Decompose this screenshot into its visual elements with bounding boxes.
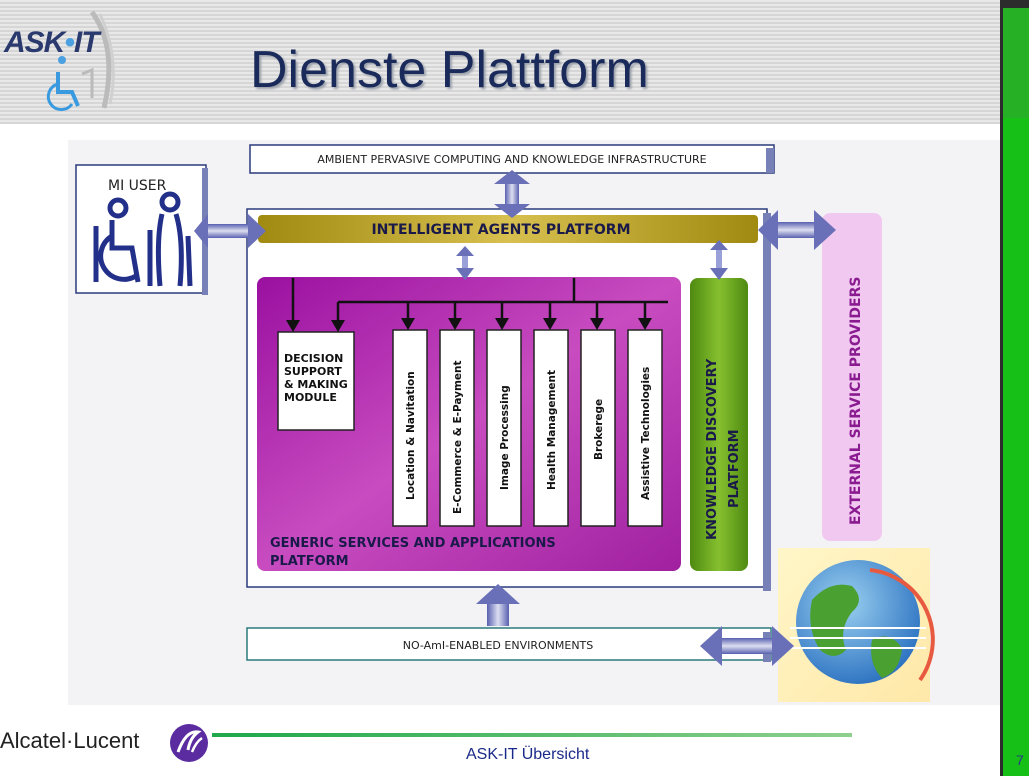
no-ami-label: NO-AmI-ENABLED ENVIRONMENTS	[403, 639, 594, 652]
logo-text-ask: ASK	[4, 26, 65, 59]
alcatel-lucent-logo-icon	[170, 724, 208, 762]
external-label: EXTERNAL SERVICE PROVIDERS	[848, 277, 864, 525]
main-frame-shadow	[763, 213, 771, 591]
elderly-user-icon	[147, 191, 193, 287]
arrow-agents-generic	[456, 246, 474, 280]
globe-image	[778, 548, 935, 702]
generic-label-line1: GENERIC SERVICES AND APPLICATIONS	[270, 536, 556, 551]
service-label-3: Image Processing	[499, 385, 511, 490]
generic-label-line2: PLATFORM	[270, 554, 349, 569]
arrow-noami-up	[476, 584, 520, 626]
agents-label: INTELLIGENT AGENTS PLATFORM	[371, 222, 630, 238]
service-label-2: E-Commerce & E-Payment	[452, 360, 464, 514]
arrow-noami-globe	[700, 626, 794, 666]
decision-line-2: SUPPORT	[284, 365, 342, 378]
logo-text-it: IT	[73, 26, 100, 59]
service-column-3: Image Processing	[486, 329, 522, 527]
decision-line-4: MODULE	[284, 391, 337, 404]
logo-text: ASK•IT	[4, 26, 100, 60]
alcatel-lucent-wordmark: Alcatel·Lucent	[0, 728, 140, 753]
wheelchair-user-icon	[93, 197, 141, 283]
service-column-6: Assistive Technologies	[627, 329, 663, 527]
service-label-6: Assistive Technologies	[640, 367, 652, 500]
service-column-1: Location & Navitation	[392, 329, 428, 527]
service-label-1: Location & Navitation	[405, 371, 417, 500]
green-panel	[1003, 118, 1029, 776]
slide-title: Dienste Plattform	[250, 41, 649, 99]
service-column-5: Brokerege	[580, 329, 616, 527]
service-column-2: E-Commerce & E-Payment	[439, 329, 475, 527]
ambient-infrastructure-bar: AMBIENT PERVASIVE COMPUTING AND KNOWLEDG…	[249, 144, 775, 174]
arrow-user-agents	[194, 214, 266, 248]
service-column-4: Health Management	[533, 329, 569, 527]
footer-title: ASK-IT Übersicht	[466, 746, 590, 763]
ask-it-logo: ASK•IT	[0, 8, 118, 116]
mi-user-label: MI USER	[108, 178, 167, 194]
service-label-5: Brokerege	[593, 399, 605, 460]
arrow-ambient-agents	[494, 170, 530, 218]
decision-module-box: DECISION SUPPORT & MAKING MODULE	[277, 331, 355, 431]
knowledge-label-line1: KNOWLEDGE DISCOVERY	[705, 358, 720, 540]
service-label-4: Health Management	[546, 370, 558, 490]
mi-user-box: MI USER	[75, 164, 208, 295]
no-ami-environments-bar: NO-AmI-ENABLED ENVIRONMENTS	[246, 627, 772, 662]
intelligent-agents-bar: INTELLIGENT AGENTS PLATFORM	[258, 215, 758, 243]
decision-line-3: & MAKING	[284, 378, 348, 391]
architecture-diagram: AMBIENT PERVASIVE COMPUTING AND KNOWLEDG…	[75, 144, 935, 702]
arrow-agents-external	[758, 210, 836, 250]
page-number: 7	[1016, 752, 1024, 768]
ambient-label: AMBIENT PERVASIVE COMPUTING AND KNOWLEDG…	[317, 153, 706, 166]
arrow-agents-knowledge	[710, 240, 728, 280]
logo-graphic	[46, 10, 115, 112]
footer-divider	[212, 733, 852, 737]
knowledge-label-line2: PLATFORM	[727, 429, 742, 508]
green-panel-top	[1003, 8, 1029, 118]
service-connectors	[286, 278, 668, 332]
knowledge-discovery-platform: KNOWLEDGE DISCOVERY PLATFORM	[690, 278, 748, 571]
decision-line-1: DECISION	[284, 352, 343, 365]
logo-dot: •	[64, 26, 74, 59]
external-service-providers: EXTERNAL SERVICE PROVIDERS	[822, 213, 882, 541]
slide-header	[0, 0, 1000, 124]
